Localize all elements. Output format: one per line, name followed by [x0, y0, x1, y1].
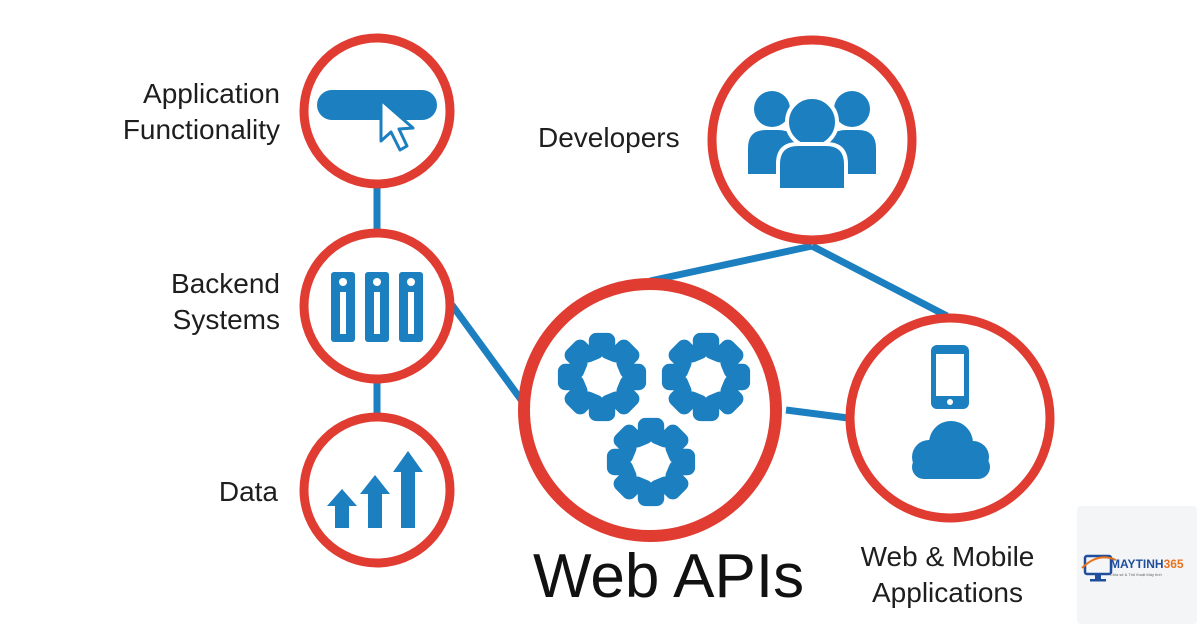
users-group-icon	[748, 91, 876, 192]
watermark: MAYTINH365 Chia sẻ & Thủ thuật Máy tính	[1077, 506, 1197, 624]
label-developers: Developers	[538, 122, 680, 153]
gear-icon	[606, 417, 696, 507]
connections	[373, 187, 949, 422]
gear-icon	[557, 332, 647, 422]
rising-arrows-icon	[327, 451, 423, 528]
node-data	[299, 412, 455, 568]
server-racks-icon	[331, 272, 423, 342]
node-backend-systems	[299, 228, 455, 384]
watermark-tagline: Chia sẻ & Thủ thuật Máy tính	[1110, 572, 1162, 577]
brand-text: MAYTINH	[1110, 557, 1164, 571]
node-developers	[707, 35, 917, 245]
edge-developers-webapis	[649, 242, 813, 285]
gear-icon	[661, 332, 751, 422]
label-web-apis: Web APIs	[533, 542, 805, 611]
monitor-logo-icon	[1081, 554, 1117, 582]
node-web-apis	[518, 278, 782, 542]
edge-backend-webapis	[449, 302, 533, 415]
cloud-icon	[912, 421, 990, 479]
edge-developers-mobile	[810, 242, 949, 320]
node-web-mobile-applications	[845, 313, 1055, 523]
gears-icon	[557, 332, 751, 507]
phone-icon	[931, 345, 969, 409]
node-ring	[845, 313, 1055, 523]
node-application-functionality	[299, 33, 455, 189]
watermark-brand: MAYTINH365	[1110, 557, 1184, 571]
label-data: Data	[218, 476, 278, 507]
cursor-button-icon	[317, 90, 437, 152]
edge-webapis-mobile	[785, 406, 849, 422]
brand-number: 365	[1163, 557, 1184, 571]
